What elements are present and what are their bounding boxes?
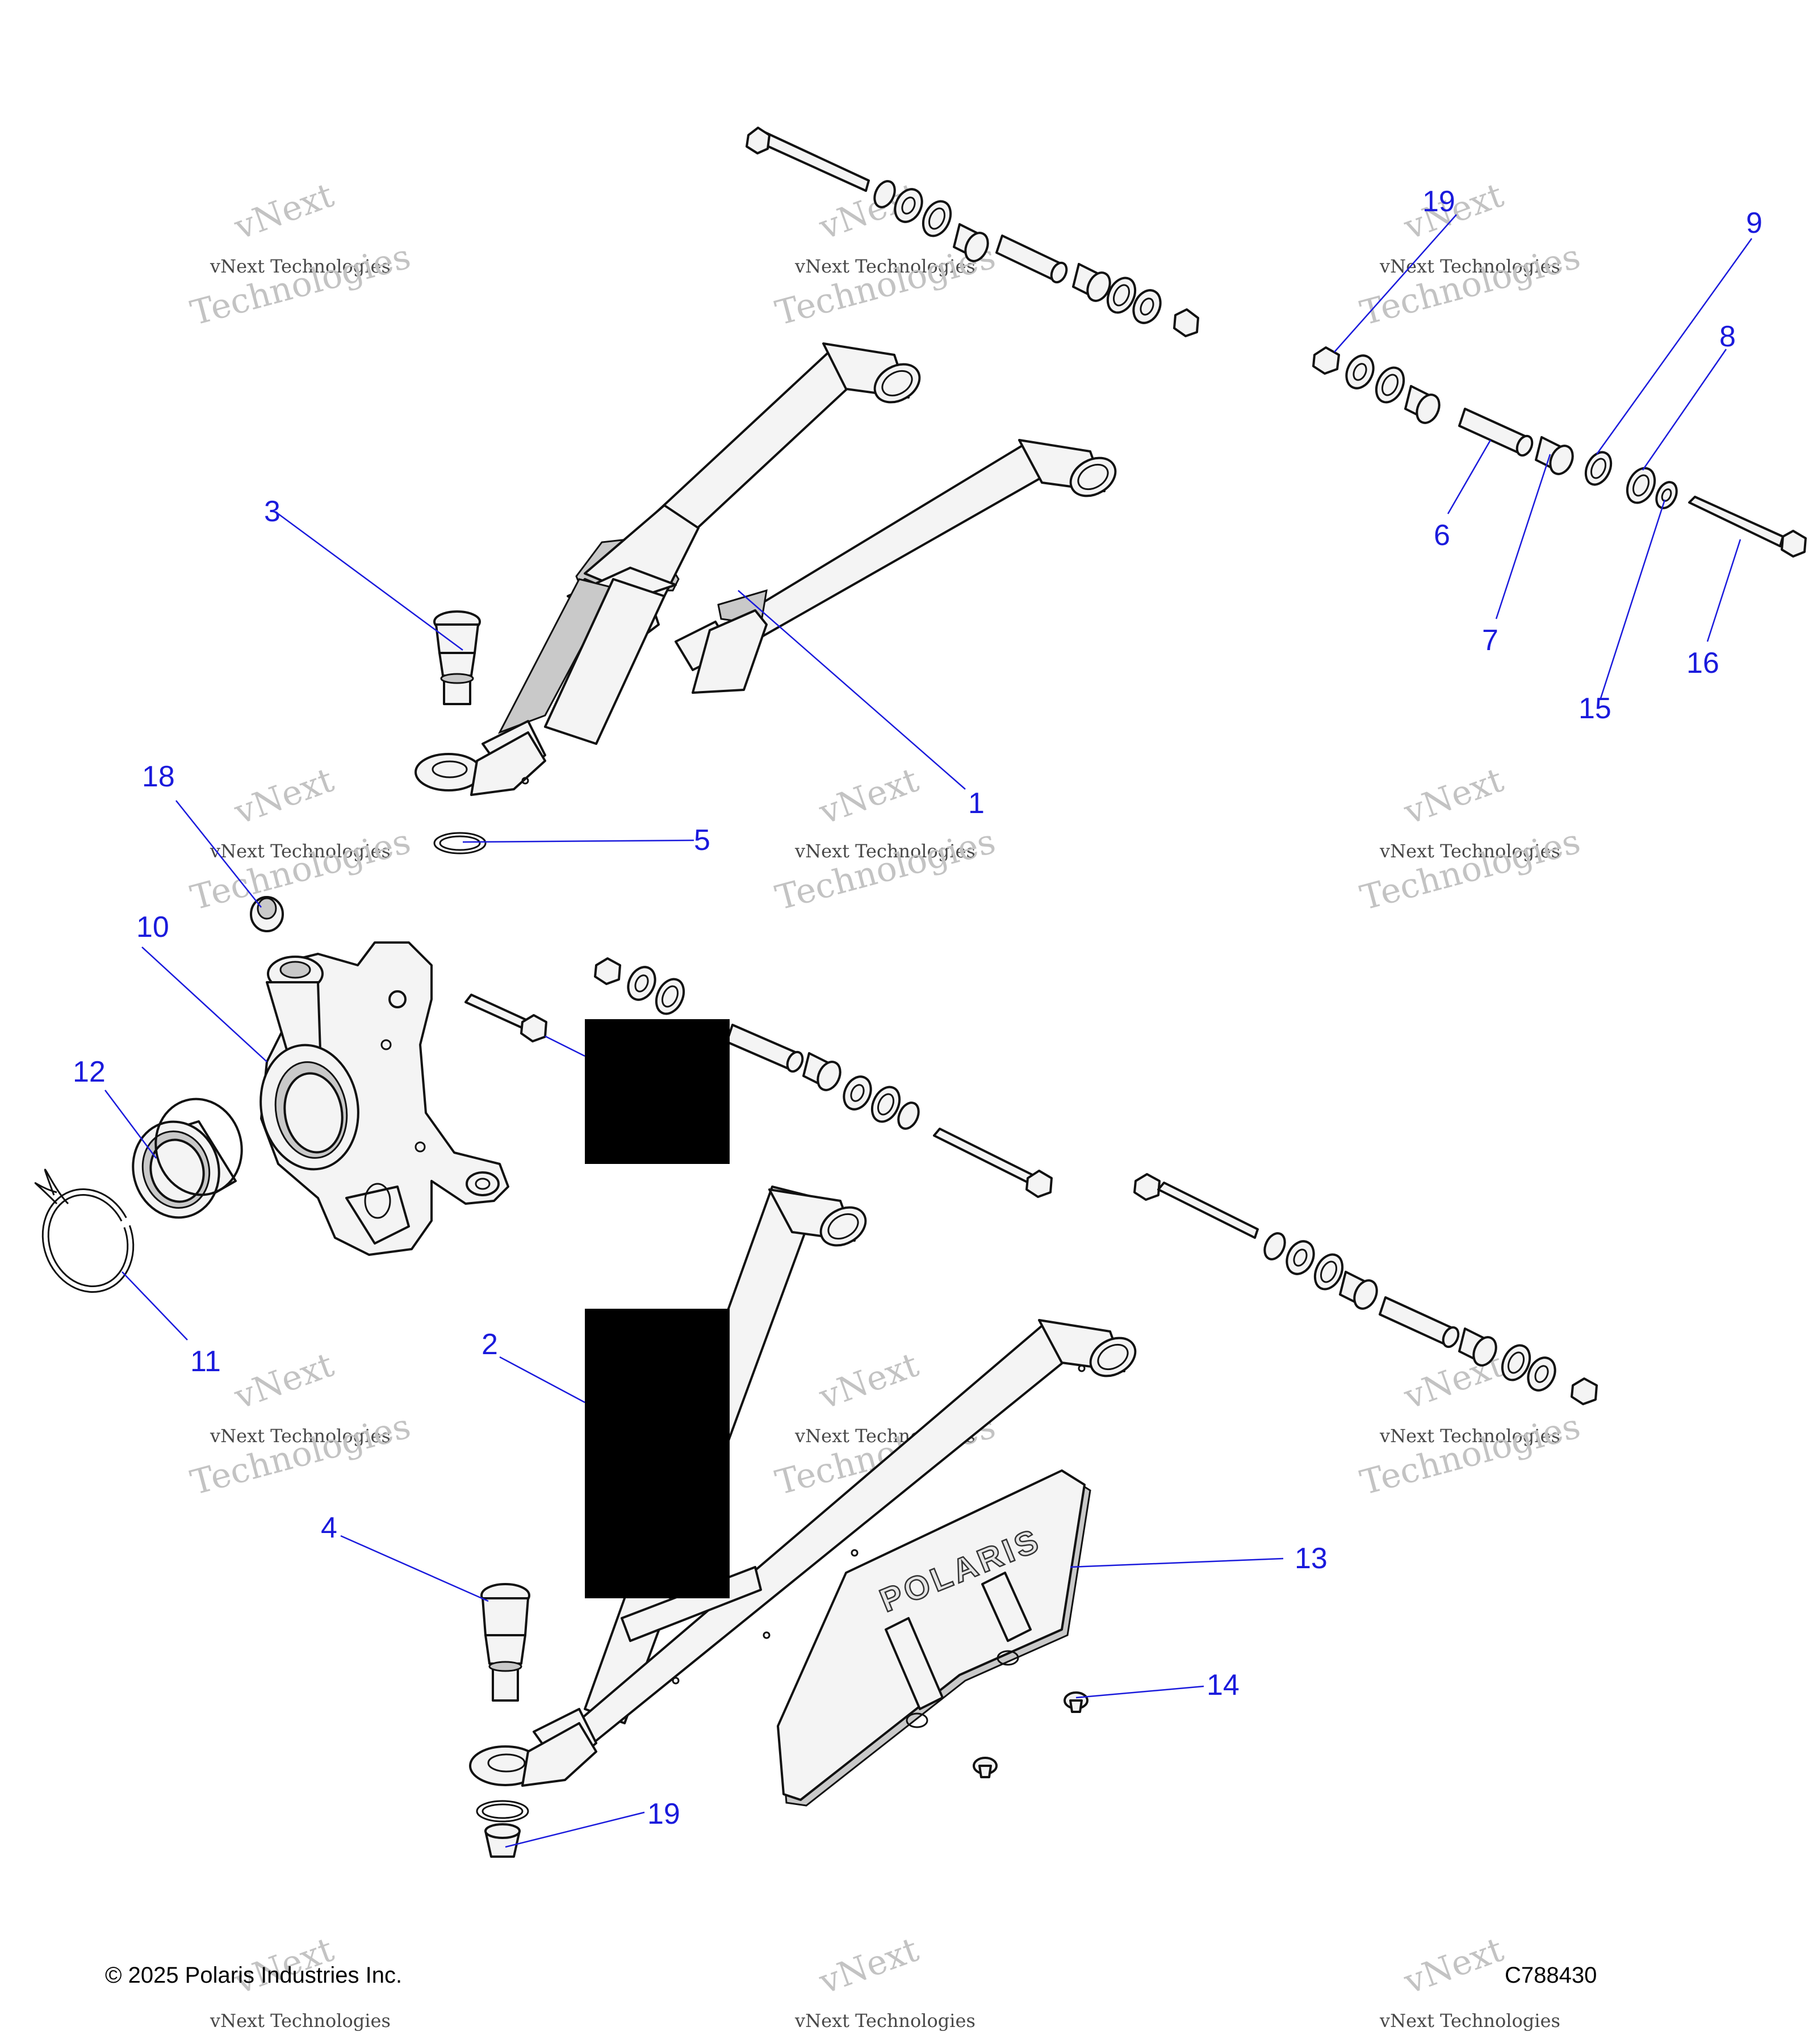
svg-text:vNext Technologies: vNext Technologies — [1379, 256, 1560, 277]
wheel-bearing — [132, 1098, 243, 1219]
svg-text:vNext Technologies: vNext Technologies — [794, 840, 976, 862]
ring-and-cap-19-lower — [476, 1800, 529, 1858]
upper-a-arm — [415, 342, 1117, 796]
callout-13: 13 — [1295, 1542, 1328, 1575]
watermark: vNext vNext Technologies Technologies — [187, 760, 415, 919]
callout-10: 10 — [136, 911, 169, 944]
svg-text:vNext Technologies: vNext Technologies — [794, 2010, 976, 2032]
a-arm-guard: POLARIS — [777, 1469, 1091, 1807]
callout-labels: 1 2 3 4 5 6 7 8 9 10 11 12 13 14 15 16 1… — [73, 185, 1762, 1831]
callout-1: 1 — [968, 787, 985, 820]
svg-text:vNext Technologies: vNext Technologies — [210, 256, 391, 277]
nut-18 — [250, 896, 284, 932]
callout-16: 16 — [1686, 647, 1719, 680]
callout-9: 9 — [1746, 207, 1762, 240]
callout-2: 2 — [482, 1328, 498, 1361]
svg-text:Technologies: Technologies — [1357, 1406, 1585, 1503]
redaction-box — [585, 1019, 730, 1164]
callout-8: 8 — [1719, 320, 1736, 353]
watermark: vNext vNext Technologies Technologies — [1357, 175, 1585, 334]
callout-11: 11 — [190, 1345, 221, 1378]
svg-text:vNext: vNext — [229, 760, 339, 833]
watermark: vNext vNext Technologies — [794, 1930, 976, 2032]
svg-text:Technologies: Technologies — [187, 822, 415, 918]
leader-lines — [104, 214, 1753, 1848]
redaction-box — [585, 1309, 730, 1598]
callout-19-lower: 19 — [647, 1798, 680, 1831]
ball-joint-lower — [480, 1583, 530, 1702]
watermark: vNext vNext Technologies Technologies — [1357, 760, 1585, 919]
callout-15: 15 — [1579, 692, 1611, 725]
callout-14: 14 — [1207, 1669, 1240, 1702]
washer-9 — [1584, 451, 1613, 486]
diagram-code: C788430 — [1505, 1963, 1597, 1988]
svg-text:Technologies: Technologies — [187, 237, 415, 333]
callout-18: 18 — [142, 760, 175, 793]
svg-text:vNext: vNext — [814, 1345, 924, 1418]
svg-text:vNext: vNext — [229, 175, 339, 248]
callout-19-upper: 19 — [1422, 185, 1455, 218]
callout-6: 6 — [1434, 519, 1450, 552]
exploded-hardware-right — [1312, 346, 1807, 558]
guard-fastener — [973, 1757, 998, 1778]
callout-7: 7 — [1482, 624, 1498, 657]
svg-text:Technologies: Technologies — [187, 1406, 415, 1503]
svg-text:vNext: vNext — [814, 1930, 924, 2003]
copyright-notice: © 2025 Polaris Industries Inc. — [105, 1963, 402, 1988]
washer-15 — [1655, 481, 1678, 509]
watermark: vNext vNext Technologies Technologies — [187, 175, 415, 334]
callout-4: 4 — [321, 1511, 337, 1544]
svg-text:vNext Technologies: vNext Technologies — [1379, 2010, 1560, 2032]
svg-text:Technologies: Technologies — [1357, 237, 1585, 333]
callout-3: 3 — [264, 495, 280, 528]
callout-12: 12 — [73, 1055, 106, 1088]
retaining-ring-5 — [433, 832, 487, 855]
ball-joint-upper — [433, 610, 481, 705]
lower-arm-hardware-stack-right — [1133, 1173, 1598, 1405]
svg-text:vNext: vNext — [229, 1345, 339, 1418]
svg-text:vNext: vNext — [1399, 1930, 1509, 2003]
upper-arm-hardware-stack — [746, 127, 1199, 337]
svg-text:vNext Technologies: vNext Technologies — [210, 1425, 391, 1447]
guard-fastener — [1064, 1691, 1088, 1713]
svg-text:Technologies: Technologies — [772, 822, 1000, 918]
svg-text:vNext Technologies: vNext Technologies — [210, 840, 391, 862]
snap-ring-11 — [34, 1168, 135, 1293]
svg-text:vNext Technologies: vNext Technologies — [1379, 840, 1560, 862]
callout-5: 5 — [694, 824, 710, 857]
svg-text:vNext Technologies: vNext Technologies — [1379, 1425, 1560, 1447]
svg-text:vNext: vNext — [814, 760, 924, 833]
steering-knuckle — [259, 941, 509, 1256]
watermark: vNext vNext Technologies Technologies — [772, 760, 1000, 919]
seal-8 — [1626, 467, 1656, 504]
svg-text:vNext: vNext — [1399, 760, 1509, 833]
svg-text:Technologies: Technologies — [1357, 822, 1585, 918]
svg-text:vNext Technologies: vNext Technologies — [210, 2010, 391, 2032]
svg-text:vNext Technologies: vNext Technologies — [794, 256, 976, 277]
bolt-16 — [1688, 496, 1784, 547]
lower-arm-hardware-stack-left — [464, 957, 1053, 1198]
